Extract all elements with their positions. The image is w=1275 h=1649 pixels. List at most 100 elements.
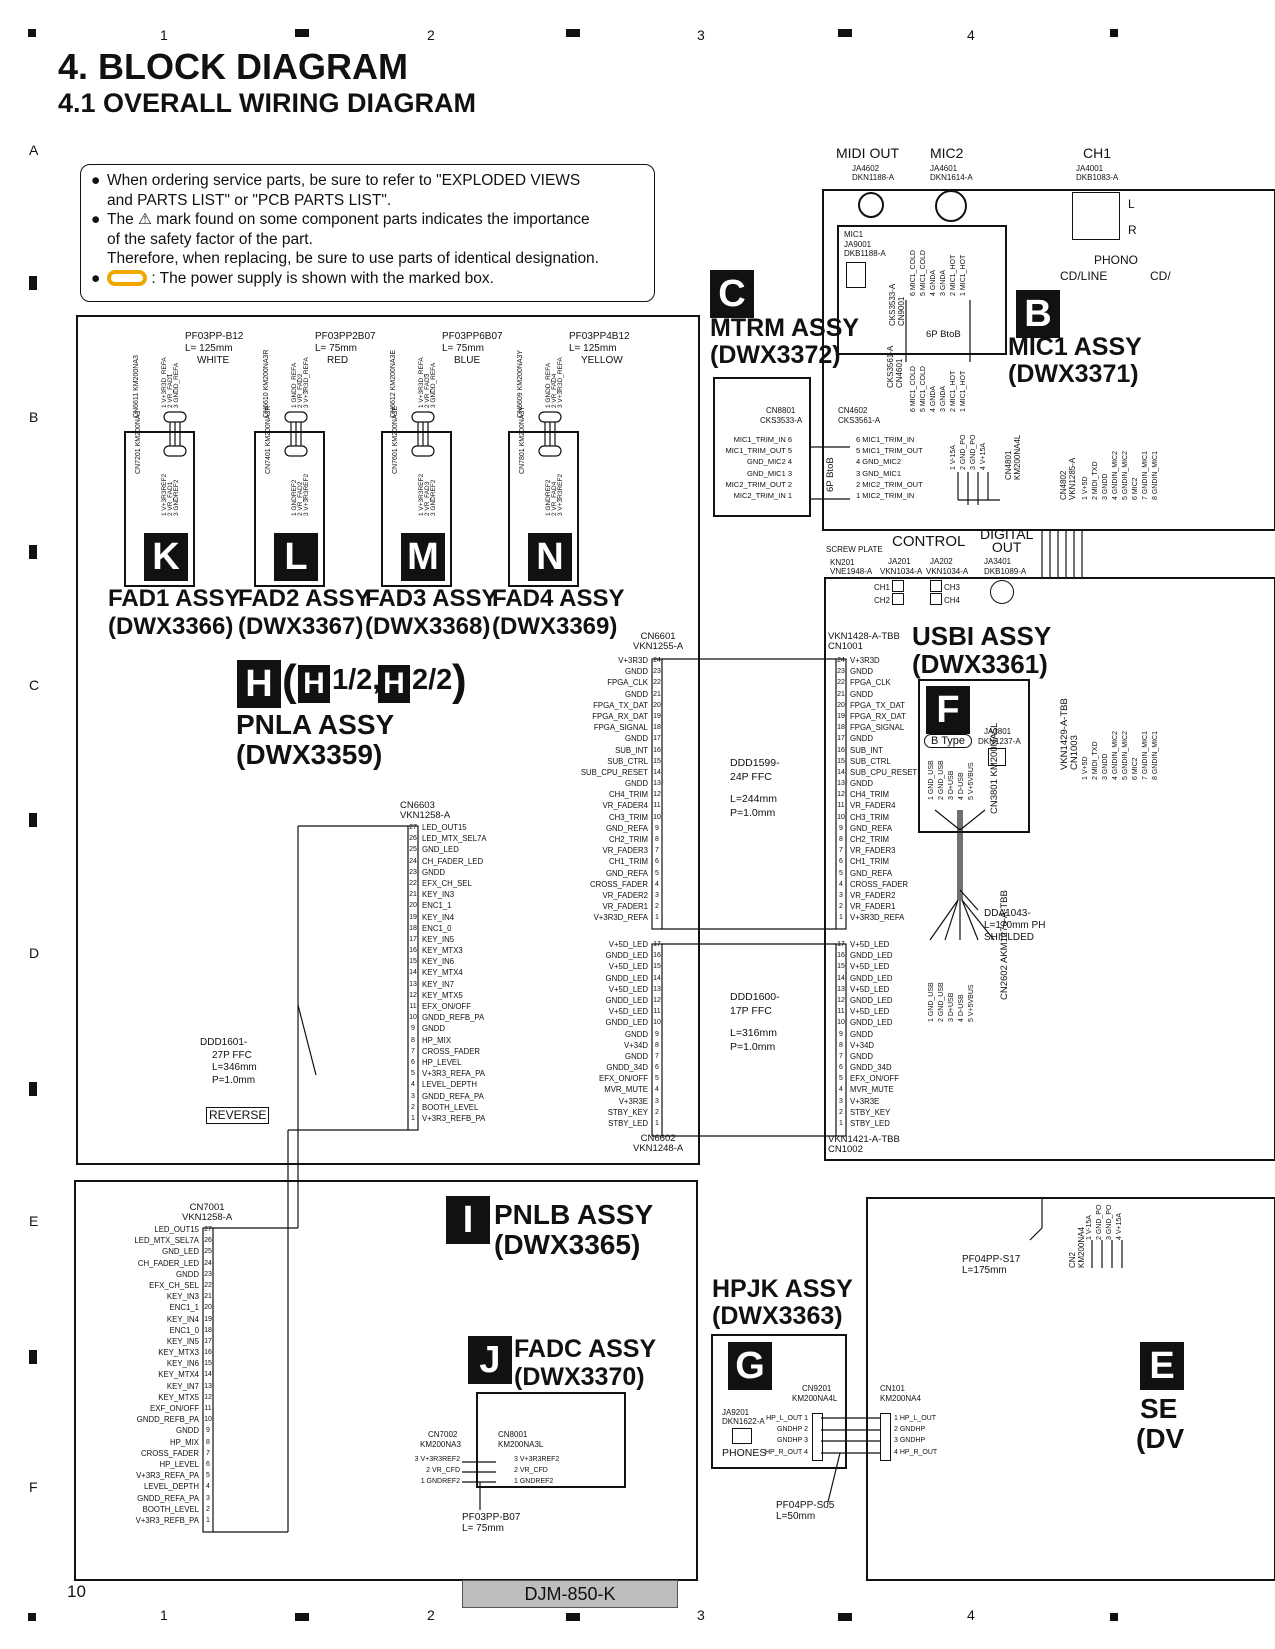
cn8801-part: CKS3533-A — [760, 416, 803, 425]
note-2c: of the safety factor of the part. — [107, 230, 313, 248]
pin-number: 13 — [653, 780, 661, 788]
screw-kn: KN201 — [830, 558, 855, 567]
fader-letter: N — [528, 533, 572, 581]
pin-label: GNDD — [625, 667, 648, 677]
pin-number: 27 — [409, 824, 417, 831]
pin-number: 2 — [206, 1505, 210, 1513]
pin-label: 3 GND_PO — [970, 434, 977, 470]
cn9201-part: KM200NA4L — [792, 1394, 838, 1403]
pin-label: GNDD — [176, 1269, 199, 1279]
pin-label: 6 MIC1_COLD — [910, 250, 917, 296]
paren-open: ( — [282, 656, 297, 705]
pin-label: 2 MIDI_TXD — [1092, 461, 1099, 500]
pin-label: FPGA_CLK — [607, 678, 648, 688]
pin-label: 3 GNDHP — [894, 1437, 926, 1445]
pin-label: GNDD — [625, 1029, 648, 1039]
pin-label: GNDD_LED — [850, 995, 893, 1005]
fader-pin-box: 3 V+3R3REF2 — [303, 473, 310, 516]
pin-label: GND_LED — [162, 1247, 199, 1257]
page-title: 4. BLOCK DIAGRAM — [58, 46, 408, 87]
page-subtitle: 4.1 OVERALL WIRING DIAGRAM — [58, 88, 477, 118]
mic1-label: MIC1 — [844, 230, 864, 239]
grid-col-2: 2 — [427, 27, 435, 43]
pin-label: CH4_TRIM — [609, 790, 648, 800]
pin-number: 17 — [204, 1337, 212, 1345]
fader-cable-length: L= 75mm — [315, 343, 357, 354]
pin-label: CH2_TRIM — [850, 835, 889, 844]
midi-out-label: MIDI OUT — [836, 145, 899, 161]
pin-label: 2 VR_CFD — [514, 1467, 548, 1475]
pin-number: 1 — [411, 1114, 415, 1122]
fader-cn-top: CN6611 KM200NA3 — [133, 355, 140, 418]
pin-label: V+34D — [623, 1040, 648, 1050]
pin-label: STBY_KEY — [850, 1107, 891, 1117]
pnla-sheet-2: 2/2 — [412, 664, 453, 696]
fader-pin-top: 3 GNDD_REFA — [173, 362, 180, 408]
pin-number: 13 — [409, 980, 417, 988]
pin-number: 7 — [411, 1047, 415, 1055]
note-3: ● : The power supply is shown with the m… — [91, 269, 494, 287]
pin-label: 6 MIC1_COLD — [910, 366, 917, 412]
pin-label: GNDD — [850, 1051, 873, 1061]
pin-label: CH1_TRIM — [609, 857, 648, 867]
usbi-name: USBI ASSY — [912, 621, 1052, 651]
pin-label: 2 MIC1_HOT — [950, 370, 957, 412]
pin-number: 19 — [837, 712, 845, 720]
pin-label: V+3R3_REFB_PA — [135, 1515, 199, 1525]
pin-label: 4 GND_MIC2 — [856, 457, 902, 467]
pin-label: V+3R3D_REFA — [850, 913, 905, 923]
pin-label: KEY_MTX5 — [158, 1392, 199, 1402]
grid-col-3-bottom: 3 — [697, 1607, 705, 1623]
phones-jack-icon — [732, 1428, 752, 1444]
cd-line-label: CD/LINE — [1060, 269, 1108, 283]
pin-label: GNDHP 2 — [777, 1426, 808, 1434]
pin-number: 12 — [837, 996, 845, 1004]
pin-label: MIC1_TRIM_OUT 5 — [725, 446, 792, 456]
fader-cable-code: PF03PP6B07 — [442, 331, 503, 342]
pin-label: 4 HP_R_OUT — [894, 1448, 938, 1456]
grid-row-f: F — [29, 1479, 38, 1495]
model-label: DJM-850-K — [462, 1580, 678, 1608]
pin-number: 16 — [204, 1349, 212, 1357]
pin-label: V+3R3_REFA_PA — [422, 1069, 485, 1079]
pin-label: GNDD — [625, 1051, 648, 1061]
pin-label: LEVEL_DEPTH — [143, 1482, 199, 1492]
b-type-label: B Type — [924, 734, 973, 749]
mic2-label: MIC2 — [930, 145, 964, 161]
pin-number: 20 — [653, 701, 661, 709]
pin-label: BOOTH_LEVEL — [422, 1102, 479, 1112]
pin-number: 5 — [839, 1075, 843, 1083]
pin-label: V+5D_LED — [850, 940, 890, 949]
pin-number: 1 — [655, 914, 659, 922]
pin-label: LED_MTX_SEL7A — [422, 834, 487, 844]
pin-number: 8 — [655, 1041, 659, 1049]
pin-label: 1 GNDREF2 — [420, 1478, 460, 1486]
pin-number: 19 — [204, 1315, 212, 1323]
cn101-part: KM200NA4 — [880, 1394, 921, 1403]
pin-number: 16 — [409, 947, 417, 955]
pin-number: 9 — [655, 824, 659, 832]
pin-number: 3 — [206, 1494, 210, 1502]
midi-jack-icon — [858, 192, 884, 218]
pin-label: KEY_IN4 — [422, 912, 455, 922]
pin-label: V+5D_LED — [850, 984, 890, 994]
grid-col-4-bottom: 4 — [967, 1607, 975, 1623]
pin-label: FPGA_SIGNAL — [593, 723, 648, 733]
pin-label: SUB_CPU_RESET — [580, 767, 648, 777]
mtrm-name: MTRM ASSY — [710, 314, 860, 342]
pin-label: 3 GNDA — [940, 269, 947, 296]
pin-label: GNDD_REFB_PA — [136, 1415, 199, 1425]
pin-number: 12 — [204, 1393, 212, 1401]
reverse-label: REVERSE — [206, 1107, 270, 1125]
cn7002-part: KM200NA3 — [420, 1440, 461, 1449]
hpjk-code: (DWX3363) — [712, 1302, 843, 1330]
pin-label: VR_FADER1 — [602, 902, 649, 912]
pin-label: V+3R3D — [850, 656, 880, 665]
